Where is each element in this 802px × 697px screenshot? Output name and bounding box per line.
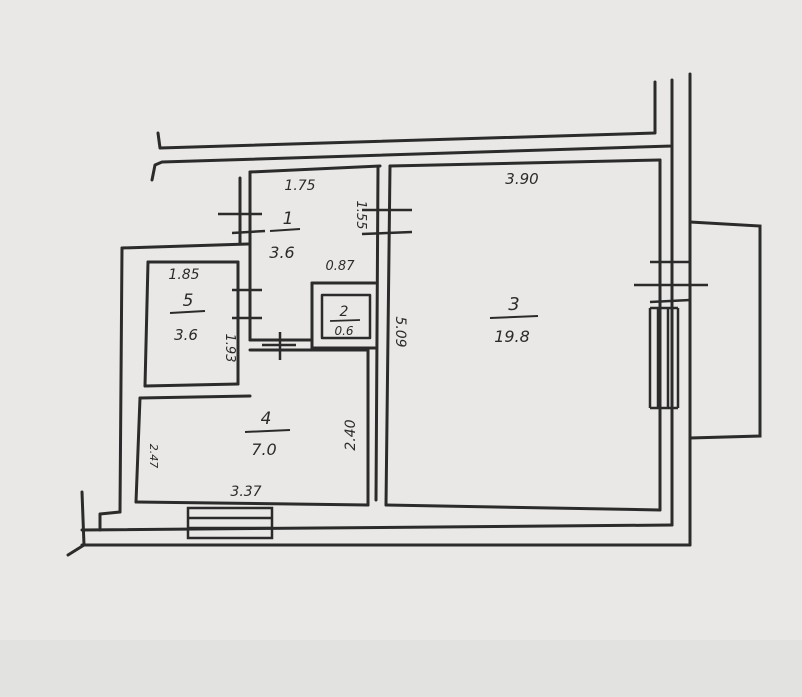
room-4-number: 4 <box>261 409 272 429</box>
room-5-label: 5 3.6 <box>169 291 206 344</box>
room3-bottom-wall <box>384 503 662 512</box>
room-1-area: 3.6 <box>269 243 294 262</box>
dim-room5-height: 1.93 <box>222 334 237 363</box>
room-3-label: 3 19.8 <box>489 294 539 346</box>
room4-bottom-wall <box>134 500 370 507</box>
dim-room1-height: 1.55 <box>353 201 368 230</box>
room3-top-wall <box>388 158 662 168</box>
room-1-number: 1 <box>283 209 294 229</box>
room-3-number: 3 <box>508 294 519 315</box>
outer-wall-bottom <box>80 523 674 532</box>
dim-room1-width: 1.75 <box>284 178 315 194</box>
paper-shadow <box>0 640 802 697</box>
balcony <box>689 220 762 440</box>
room4-top-wall <box>138 394 252 400</box>
room-3-area: 19.8 <box>494 327 530 346</box>
walls <box>66 72 692 557</box>
dim-room3-height: 5.09 <box>392 316 408 347</box>
dim-room4-small: 2.47 <box>147 444 160 469</box>
room-1-label: 1 3.6 <box>269 209 301 262</box>
door-marks <box>218 208 708 360</box>
dim-room2-width: 0.87 <box>326 259 356 274</box>
dim-room3-width: 3.90 <box>505 170 538 188</box>
outer-wall-top <box>156 80 657 150</box>
room3-left-wall <box>374 166 380 502</box>
room-2-label: 2 0.6 <box>329 304 361 338</box>
outer-wall-left <box>118 246 124 514</box>
room1-top-wall <box>248 164 382 174</box>
window-right <box>648 306 680 410</box>
room-2-number: 2 <box>340 304 349 320</box>
room-5-number: 5 <box>183 291 194 311</box>
dim-room5-width: 1.85 <box>168 267 199 283</box>
room-2-area: 0.6 <box>334 324 353 338</box>
room-4-label: 4 7.0 <box>244 409 291 459</box>
room-5-area: 3.6 <box>174 326 198 344</box>
room-4-area: 7.0 <box>251 440 276 459</box>
dim-room4-width: 3.37 <box>230 484 261 500</box>
outer-wall-break-left <box>66 490 86 557</box>
entrance-steps <box>186 506 274 540</box>
dim-room4-height: 2.40 <box>343 419 359 450</box>
